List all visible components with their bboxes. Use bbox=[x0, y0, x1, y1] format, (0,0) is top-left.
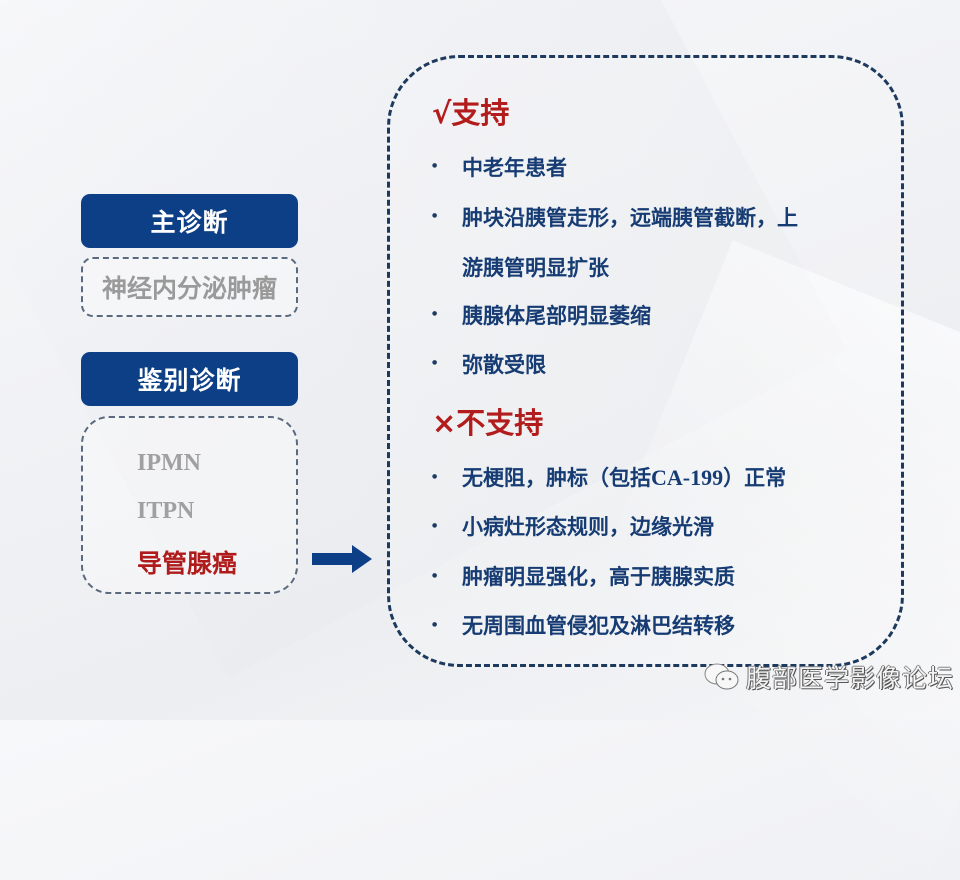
bullet-icon: ● bbox=[432, 359, 438, 366]
arrow-right-icon bbox=[312, 545, 372, 573]
differential-item-ipmn: IPMN bbox=[137, 450, 201, 476]
bullet-icon: ● bbox=[432, 522, 438, 529]
differential-item-itpn: ITPN bbox=[137, 498, 195, 524]
support-title: √支持 bbox=[432, 96, 510, 130]
support-item: 胰腺体尾部明显萎缩 bbox=[462, 304, 651, 328]
bullet-icon: ● bbox=[432, 572, 438, 579]
not-support-item: 肿瘤明显强化，高于胰腺实质 bbox=[462, 565, 735, 589]
bullet-icon: ● bbox=[432, 162, 438, 169]
not-support-item: 无梗阻，肿标（包括CA-199）正常 bbox=[462, 462, 786, 492]
main-diagnosis-value-box: 神经内分泌肿瘤 bbox=[81, 257, 298, 317]
support-item: 中老年患者 bbox=[462, 156, 567, 180]
wechat-icon bbox=[704, 663, 739, 690]
differential-item-ductal-adenocarcinoma: 导管腺癌 bbox=[137, 549, 238, 578]
not-support-title: ×不支持 bbox=[432, 406, 544, 440]
not-support-item: 小病灶形态规则，边缘光滑 bbox=[462, 515, 714, 539]
main-diagnosis-header: 主诊断 bbox=[81, 194, 298, 248]
tumor-marker-label: CA-199 bbox=[651, 465, 724, 490]
differential-diagnosis-header: 鉴别诊断 bbox=[81, 352, 298, 406]
differential-diagnosis-list: IPMN ITPN 导管腺癌 bbox=[81, 416, 298, 594]
bullet-icon: ● bbox=[432, 310, 438, 317]
bullet-icon: ● bbox=[432, 473, 438, 480]
not-support-item: 无周围血管侵犯及淋巴结转移 bbox=[462, 614, 735, 638]
main-diagnosis-header-label: 主诊断 bbox=[150, 208, 229, 237]
bullet-icon: ● bbox=[432, 621, 438, 628]
main-diagnosis-value: 神经内分泌肿瘤 bbox=[101, 274, 277, 303]
not-support-item-text: 无梗阻，肿标（包括 bbox=[462, 466, 651, 490]
analysis-panel bbox=[387, 55, 904, 667]
support-item: 肿块沿胰管走形，远端胰管截断，上 bbox=[462, 206, 798, 230]
bullet-icon: ● bbox=[432, 212, 438, 219]
watermark: 腹部医学影像论坛 bbox=[704, 660, 954, 694]
not-support-item-text: ）正常 bbox=[723, 466, 787, 490]
support-item-continuation: 游胰管明显扩张 bbox=[462, 256, 609, 280]
support-item: 弥散受限 bbox=[462, 353, 546, 377]
differential-diagnosis-header-label: 鉴别诊断 bbox=[137, 366, 242, 395]
watermark-text: 腹部医学影像论坛 bbox=[746, 664, 955, 693]
